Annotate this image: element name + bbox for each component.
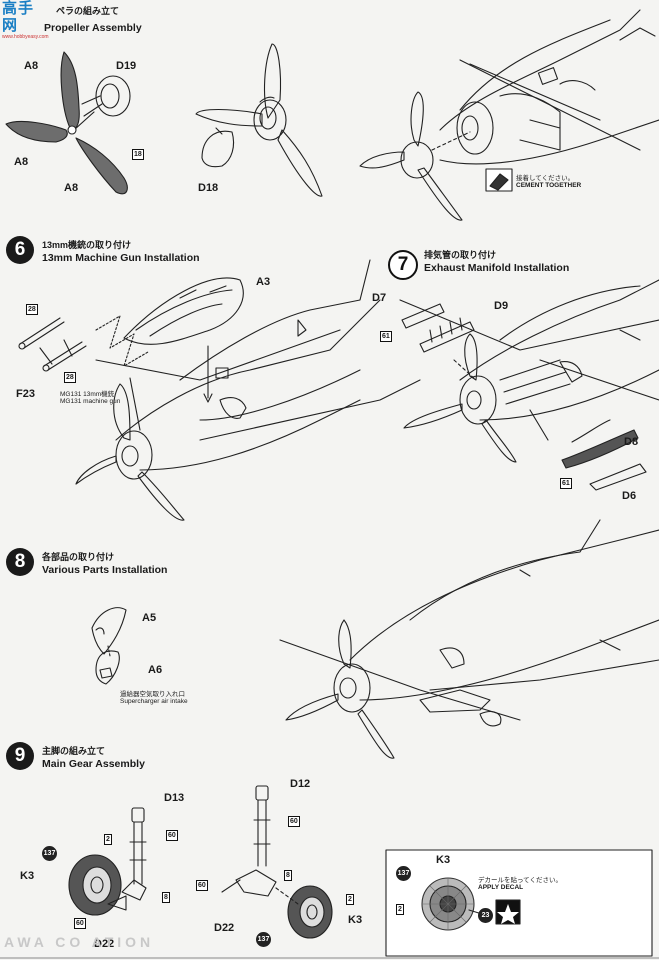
step7-number: 7 <box>388 250 418 280</box>
label-d9: D9 <box>494 300 509 312</box>
step9-number: 9 <box>6 742 34 770</box>
label-d18: D18 <box>198 182 219 194</box>
part-number-60-right: 60 <box>196 880 208 891</box>
label-d7: D7 <box>372 292 387 304</box>
aircraft-nose-step5 <box>359 9 659 221</box>
part-number-2-right: 2 <box>346 894 354 905</box>
step8-title-jp: 各部品の取り付け <box>42 552 115 562</box>
propeller-parts-exploded <box>5 51 131 195</box>
main-gear-right <box>221 785 333 939</box>
step6-number: 6 <box>6 236 34 264</box>
main-gear-left <box>68 807 147 916</box>
label-f23: F23 <box>16 388 35 400</box>
part-number-60-left-bottom: 60 <box>74 918 86 929</box>
step6-title-en: 13mm Machine Gun Installation <box>42 252 200 264</box>
decal-note-en: APPLY DECAL <box>478 884 524 891</box>
step8-number: 8 <box>6 548 34 576</box>
step9-title-jp: 主脚の組み立て <box>42 746 106 756</box>
label-d12: D12 <box>290 778 311 790</box>
label-d8: D8 <box>624 436 639 448</box>
part-number-61-top: 61 <box>380 331 392 342</box>
decal-title: K3 <box>436 854 451 866</box>
decal-number-23: 23 <box>478 908 493 923</box>
step5-title-en: Propeller Assembly <box>44 22 142 34</box>
step7-title-jp: 排気管の取り付け <box>424 250 497 260</box>
site-logo: 高手网 www.hobbyeasy.com <box>2 0 49 40</box>
label-a8-left: A8 <box>14 156 29 168</box>
step5-title-jp: ペラの組み立て <box>56 6 120 16</box>
gun-note-en: MG131 machine gun <box>60 398 121 405</box>
label-a8-bottom: A8 <box>64 182 79 194</box>
part-number-60-left-top: 60 <box>166 830 178 841</box>
part-number-137-left: 137 <box>42 846 57 861</box>
aircraft-step7 <box>399 279 659 463</box>
part-number-61-bottom: 61 <box>560 478 572 489</box>
label-k3-left: K3 <box>20 870 35 882</box>
exhaust-parts <box>401 303 647 491</box>
part-number-8-right: 8 <box>284 870 292 881</box>
part-number-18: 18 <box>132 149 144 160</box>
label-d13: D13 <box>164 792 185 804</box>
label-d22-right: D22 <box>214 922 235 934</box>
logo-subtext: www.hobbyeasy.com <box>2 34 49 40</box>
gun-cover-a3 <box>123 277 244 345</box>
label-a6: A6 <box>148 664 163 676</box>
part-number-60-right-top: 60 <box>288 816 300 827</box>
label-a3: A3 <box>256 276 271 288</box>
part-number-28-top: 28 <box>26 304 38 315</box>
decal-note-jp: デカールを貼ってください。 <box>478 877 562 884</box>
intake-note-en: Supercharger air intake <box>120 698 188 705</box>
intake-note-jp: 過給器空気取り入れ口 <box>120 691 185 698</box>
part-number-137-right: 137 <box>256 932 271 947</box>
aircraft-step6 <box>75 259 421 521</box>
step6-title-jp: 13mm機銃の取り付け <box>42 240 132 250</box>
decal-number-2: 2 <box>396 904 404 915</box>
part-number-2-left: 2 <box>104 834 112 845</box>
label-d22-left: D22 <box>94 938 115 950</box>
logo-text: 高手网 <box>2 0 35 34</box>
part-number-28-bottom: 28 <box>64 372 76 383</box>
label-d19: D19 <box>116 60 137 72</box>
intake-parts <box>91 607 127 685</box>
gun-note-jp: MG131 13mm機銃 <box>60 391 115 398</box>
step7-title-en: Exhaust Manifold Installation <box>424 262 570 274</box>
footer-company-text: AWA CO ATION <box>4 934 155 950</box>
propeller-assembled <box>195 43 323 197</box>
step9-title-en: Main Gear Assembly <box>42 758 145 770</box>
label-k3-right: K3 <box>348 914 363 926</box>
decal-number-137: 137 <box>396 866 411 881</box>
machine-gun-parts <box>18 317 87 372</box>
step8-title-en: Various Parts Installation <box>42 564 168 576</box>
part-number-8-left: 8 <box>162 892 170 903</box>
cement-note-jp: 接着してください。 <box>516 175 575 182</box>
label-d6: D6 <box>622 490 637 502</box>
aircraft-step8 <box>279 519 659 759</box>
label-a5: A5 <box>142 612 157 624</box>
label-a8-top: A8 <box>24 60 39 72</box>
cement-note-en: CEMENT TOGETHER <box>516 182 582 189</box>
